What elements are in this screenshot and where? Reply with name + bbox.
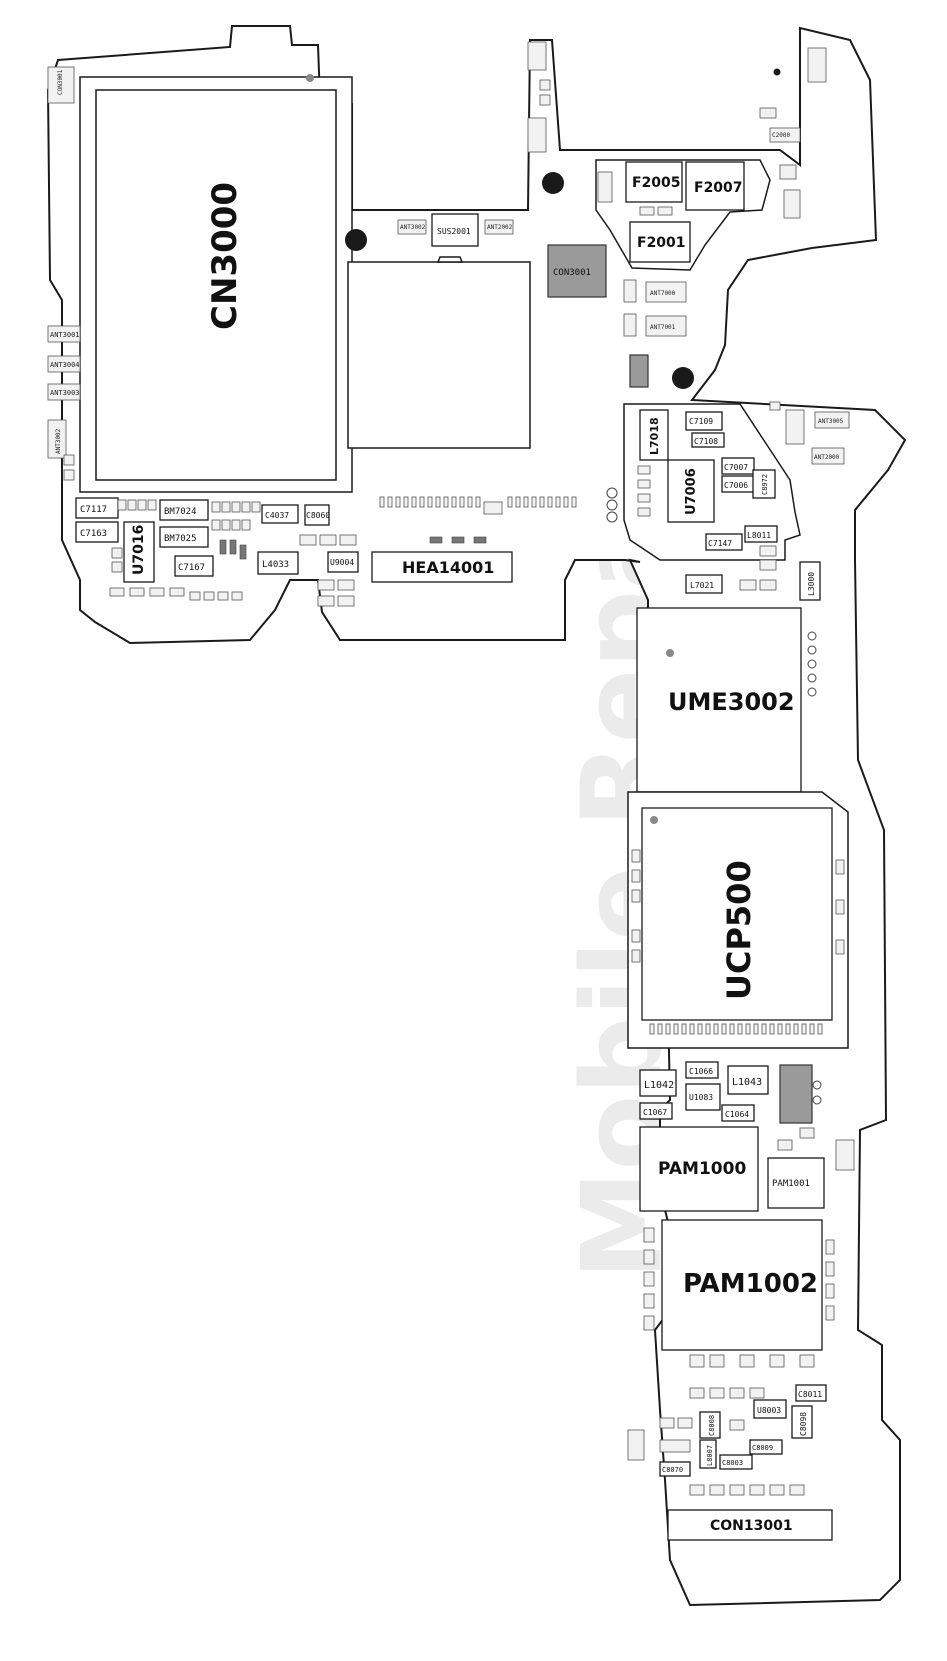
svg-text:ANT7000: ANT7000 [650, 290, 676, 297]
hea14001-block [371, 551, 513, 583]
svg-text:ANT3005: ANT3005 [818, 418, 844, 425]
pam1000-label: PAM1000 [658, 1159, 746, 1179]
c1064-label: C1064 [725, 1110, 749, 1119]
ant3002-pad [47, 419, 67, 459]
cn3000-label: CN3000 [205, 182, 245, 330]
c8003-label: C8003 [722, 1459, 743, 1467]
u9004-label: U9004 [330, 558, 354, 567]
ant3003-pad [47, 383, 81, 401]
svg-text:ANT3004: ANT3004 [50, 361, 80, 369]
c7147-label: C7147 [708, 539, 732, 548]
l8011-label: L8011 [747, 531, 771, 540]
pam1001-block [767, 1157, 825, 1209]
ucp500-label: UCP500 [720, 860, 758, 1000]
bm7024-label: BM7024 [164, 507, 197, 517]
l7021-label: L7021 [690, 581, 714, 590]
pam1002-block [661, 1219, 823, 1351]
hea14001-label: HEA14001 [402, 558, 494, 577]
c7167-label: C7167 [178, 563, 205, 573]
ucp500-block [641, 807, 833, 1021]
u8003-label: U8003 [757, 1406, 781, 1415]
c4037-label: C4037 [265, 511, 289, 520]
c7109-label: C7109 [689, 417, 713, 426]
c7163-label: C7163 [80, 529, 107, 539]
bottom-pads [659, 1387, 805, 1496]
svg-text:ANT7001: ANT7001 [650, 324, 676, 331]
pam1002-label: PAM1002 [683, 1269, 818, 1299]
ucp500-pad-row [631, 849, 845, 1035]
l1042-label: L1042 [644, 1080, 674, 1091]
con13001-block [667, 1509, 833, 1541]
pad-row-center [379, 496, 577, 515]
c1067-label: C1067 [643, 1108, 667, 1117]
pam-pads [643, 1227, 835, 1368]
svg-text:C2000: C2000 [772, 132, 790, 139]
svg-text:ANT3003: ANT3003 [50, 389, 80, 397]
bm7025-label: BM7025 [164, 534, 197, 544]
svg-text:ANT3001: ANT3001 [50, 331, 80, 339]
l1043-label: L1043 [732, 1077, 762, 1088]
sus2001-block [431, 213, 479, 247]
ant2000-pad [811, 447, 845, 465]
u7016-label: U7016 [131, 525, 147, 575]
l3000-label: L3000 [807, 572, 816, 596]
mounting-hole [542, 172, 564, 194]
ant3001-pad [47, 325, 81, 343]
f2005-label: F2005 [632, 175, 681, 191]
svg-text:ANT2000: ANT2000 [814, 454, 840, 461]
ume3002-label: UME3002 [668, 688, 795, 716]
ant7000-pad [645, 281, 687, 303]
svg-text:ANT2002: ANT2002 [487, 224, 513, 231]
pam1001-label: PAM1001 [772, 1179, 810, 1189]
c8009-label: C8009 [752, 1444, 773, 1452]
svg-text:CON3001: CON3001 [57, 69, 64, 95]
con13001-label: CON13001 [710, 1518, 793, 1534]
u1083-label: U1083 [689, 1093, 713, 1102]
battery-cutout [347, 261, 531, 449]
small-pads-left [63, 454, 357, 607]
c8098-label: C8098 [799, 1412, 808, 1436]
f2001-label: F2001 [637, 235, 686, 251]
l8007-label: L8007 [706, 1445, 714, 1466]
ant7001-pad [645, 315, 687, 337]
c8060-label: C8060 [306, 511, 330, 520]
c7006-label: C7006 [724, 481, 748, 490]
con3001-label: CON3001 [553, 268, 591, 278]
mounting-hole [345, 229, 367, 251]
c7007-label: C7007 [724, 463, 748, 472]
l4033-label: L4033 [262, 560, 289, 570]
mounting-hole [672, 367, 694, 389]
c8972-label: C8972 [761, 474, 769, 495]
f2007-label: F2007 [694, 180, 743, 196]
ant3004-pad [47, 355, 81, 373]
c7108-label: C7108 [694, 437, 718, 446]
c8011-label: C8011 [798, 1390, 822, 1399]
con3001-block [547, 244, 607, 298]
ant3005-pad [814, 411, 850, 429]
svg-text:ANT3002: ANT3002 [55, 428, 62, 454]
c7117-label: C7117 [80, 505, 107, 515]
pam1000-block [639, 1126, 759, 1212]
svg-text:ANT3002: ANT3002 [400, 224, 426, 231]
c1066-label: C1066 [689, 1067, 713, 1076]
u7006-label: U7006 [684, 468, 699, 515]
c8008-label: C8008 [708, 1415, 716, 1436]
c8070-label: C8070 [662, 1466, 683, 1474]
sus2001-label: SUS2001 [437, 227, 471, 236]
l7018-label: L7018 [648, 417, 661, 455]
